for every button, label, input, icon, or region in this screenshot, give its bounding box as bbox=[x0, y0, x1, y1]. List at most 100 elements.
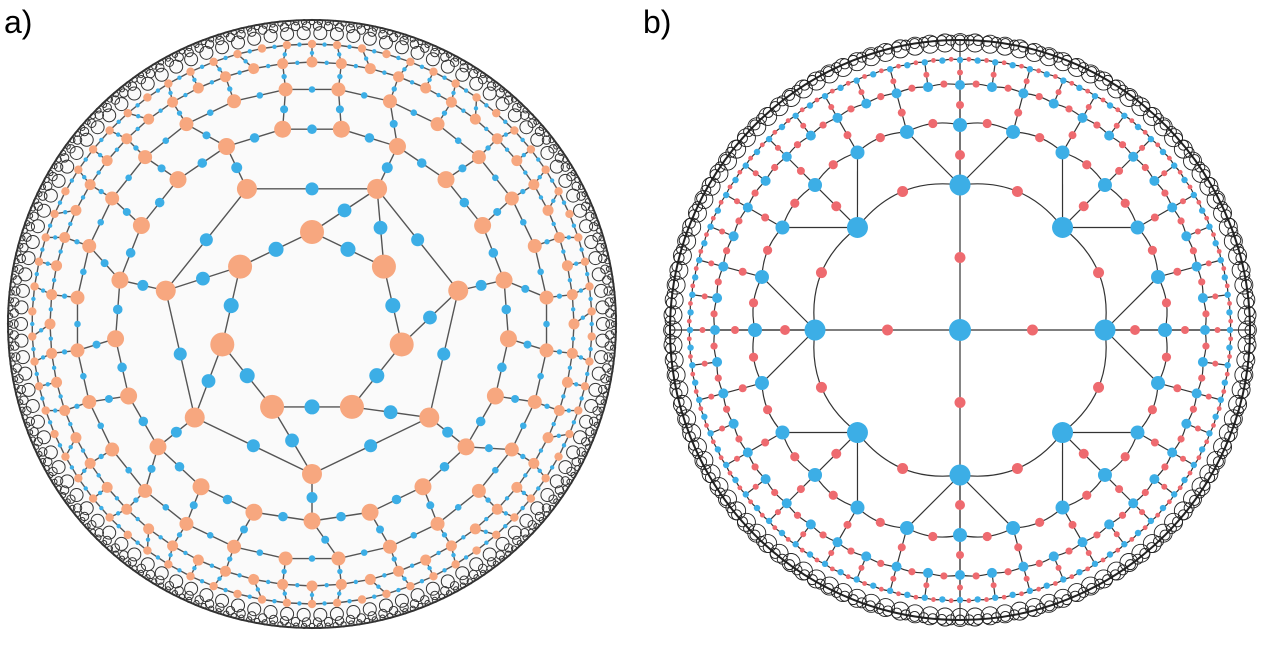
boundary-arc bbox=[1109, 569, 1121, 581]
edge-node bbox=[82, 468, 87, 474]
boundary-cell bbox=[15, 350, 30, 365]
vertex-node bbox=[553, 231, 565, 243]
vertex-node bbox=[307, 39, 317, 49]
edge-node bbox=[913, 60, 919, 66]
vertex-node bbox=[1224, 362, 1231, 369]
vertex-node bbox=[528, 179, 540, 191]
boundary-cell bbox=[562, 485, 569, 492]
boundary-cell bbox=[379, 614, 386, 621]
boundary-cell bbox=[285, 621, 292, 629]
vertex-node bbox=[1018, 88, 1029, 99]
vertex-node bbox=[1226, 326, 1234, 334]
edge-node bbox=[990, 71, 997, 78]
edge-node bbox=[1161, 463, 1169, 471]
edge-node bbox=[255, 587, 261, 592]
boundary-arc bbox=[669, 270, 681, 282]
edge-node bbox=[521, 490, 527, 496]
boundary-cell bbox=[10, 273, 17, 280]
edge-node bbox=[1205, 260, 1212, 267]
vertex-node bbox=[414, 478, 432, 496]
edge-node bbox=[890, 575, 897, 582]
vertex-node bbox=[1091, 560, 1099, 568]
edge-node bbox=[774, 144, 781, 151]
vertex-node bbox=[120, 387, 138, 405]
boundary-cell bbox=[394, 31, 401, 38]
edge-node bbox=[201, 374, 216, 388]
boundary-arc bbox=[1172, 516, 1183, 528]
edge-node bbox=[484, 540, 489, 545]
boundary-cell bbox=[340, 20, 347, 27]
boundary-arc bbox=[665, 351, 677, 363]
boundary-cell bbox=[533, 522, 540, 530]
boundary-cell bbox=[602, 391, 609, 398]
edge-node bbox=[908, 84, 916, 92]
edge-node bbox=[353, 579, 359, 585]
edge-node bbox=[972, 572, 980, 580]
boundary-cell bbox=[543, 510, 550, 518]
boundary-cell bbox=[486, 81, 497, 91]
vertex-node bbox=[429, 572, 438, 581]
boundary-cell bbox=[26, 212, 34, 219]
edge-node bbox=[458, 164, 467, 173]
vertex-node bbox=[992, 59, 999, 66]
edge-node bbox=[437, 347, 451, 361]
boundary-arc bbox=[687, 203, 707, 223]
edge-node bbox=[1228, 318, 1234, 324]
edge-node bbox=[1065, 547, 1073, 555]
vertex-node bbox=[585, 357, 594, 366]
boundary-arc bbox=[1132, 95, 1144, 107]
vertex-node bbox=[974, 57, 981, 64]
edge-node bbox=[74, 403, 80, 409]
boundary-cell bbox=[498, 555, 506, 562]
boundary-arc bbox=[719, 154, 731, 165]
boundary-cell bbox=[324, 622, 331, 629]
boundary-cell bbox=[316, 19, 324, 26]
edge-node bbox=[80, 195, 86, 200]
edge-node bbox=[845, 574, 851, 580]
edge-node bbox=[1211, 232, 1216, 237]
boundary-arc bbox=[972, 613, 984, 625]
boundary-arc bbox=[1183, 146, 1195, 158]
vertex-node bbox=[282, 598, 292, 608]
vertex-node bbox=[992, 594, 999, 601]
boundary-cell bbox=[74, 130, 81, 138]
boundary-arc bbox=[668, 369, 680, 381]
edge-node bbox=[439, 462, 450, 472]
boundary-cell bbox=[379, 27, 386, 34]
boundary-arc bbox=[1206, 451, 1226, 470]
vertex-node bbox=[1226, 344, 1233, 351]
boundary-cell bbox=[11, 265, 19, 273]
boundary-cell bbox=[604, 297, 614, 307]
edge-node bbox=[737, 485, 743, 491]
vertex-node bbox=[61, 187, 70, 196]
vertex-node bbox=[70, 290, 85, 305]
boundary-cell bbox=[118, 86, 126, 93]
edge-node bbox=[957, 69, 963, 76]
boundary-cell bbox=[566, 163, 573, 170]
boundary-cell bbox=[348, 620, 355, 627]
edge-node bbox=[419, 64, 425, 69]
edge-node bbox=[931, 597, 936, 602]
edge-node bbox=[322, 601, 327, 606]
vertex-node bbox=[1130, 425, 1145, 440]
boundary-cell bbox=[261, 619, 268, 626]
boundary-cell bbox=[22, 232, 32, 242]
boundary-cell bbox=[453, 55, 460, 62]
boundary-cell bbox=[208, 36, 215, 43]
boundary-cell bbox=[184, 581, 199, 596]
boundary-arc bbox=[1237, 261, 1249, 273]
boundary-cell bbox=[246, 616, 253, 623]
edge-node bbox=[155, 88, 161, 93]
boundary-cell bbox=[510, 545, 518, 552]
vertex-node bbox=[886, 66, 894, 73]
vertex-node bbox=[949, 319, 971, 341]
panel-b-label: b) bbox=[643, 4, 672, 40]
edge-node bbox=[442, 426, 454, 438]
boundary-arc bbox=[1189, 154, 1201, 165]
boundary-cell bbox=[22, 406, 32, 416]
vertex-node bbox=[1149, 474, 1160, 485]
boundary-arc bbox=[981, 613, 993, 625]
edge-node bbox=[45, 382, 50, 387]
boundary-arc bbox=[891, 41, 903, 53]
boundary-cell bbox=[323, 21, 334, 32]
